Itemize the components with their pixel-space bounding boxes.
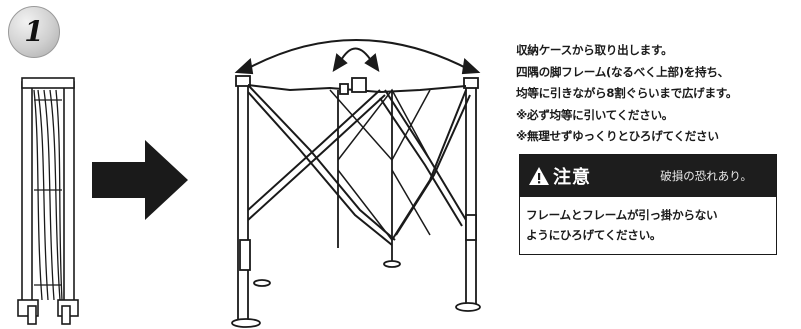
instructions: 収納ケースから取り出します。 四隅の脚フレーム(なるべく上部)を持ち、 均等に引… — [516, 40, 801, 148]
instruction-line: 四隅の脚フレーム(なるべく上部)を持ち、 — [516, 64, 729, 79]
folded-frame-illustration — [17, 77, 79, 325]
caution-body-line: ようにひろげてください。 — [526, 228, 662, 242]
caution-header: 注意 破損の恐れあり。 — [520, 155, 776, 197]
caution-box: 注意 破損の恐れあり。 フレームとフレームが引っ掛からない ようにひろげてくださ… — [519, 154, 777, 255]
caution-body-line: フレームとフレームが引っ掛からない — [526, 208, 718, 222]
caution-subtitle: 破損の恐れあり。 — [660, 169, 752, 183]
caution-title: 注意 — [553, 167, 591, 188]
instruction-line: 均等に引きながら8割ぐらいまで広げます。 — [516, 86, 738, 100]
right-arrow-icon — [92, 140, 188, 220]
expanding-frame-illustration — [231, 75, 481, 328]
caution-body: フレームとフレームが引っ掛からない ようにひろげてください。 — [520, 197, 776, 245]
instruction-note: ※無理せずゆっくりとひろげてください — [516, 129, 719, 143]
step-badge: 1 — [8, 6, 60, 58]
expand-arrows-icon — [234, 39, 481, 75]
warning-triangle-icon — [529, 167, 549, 185]
instruction-note: ※必ず均等に引いてください。 — [516, 107, 674, 122]
instruction-line: 収納ケースから取り出します。 — [516, 43, 673, 57]
step-number: 1 — [24, 15, 44, 48]
